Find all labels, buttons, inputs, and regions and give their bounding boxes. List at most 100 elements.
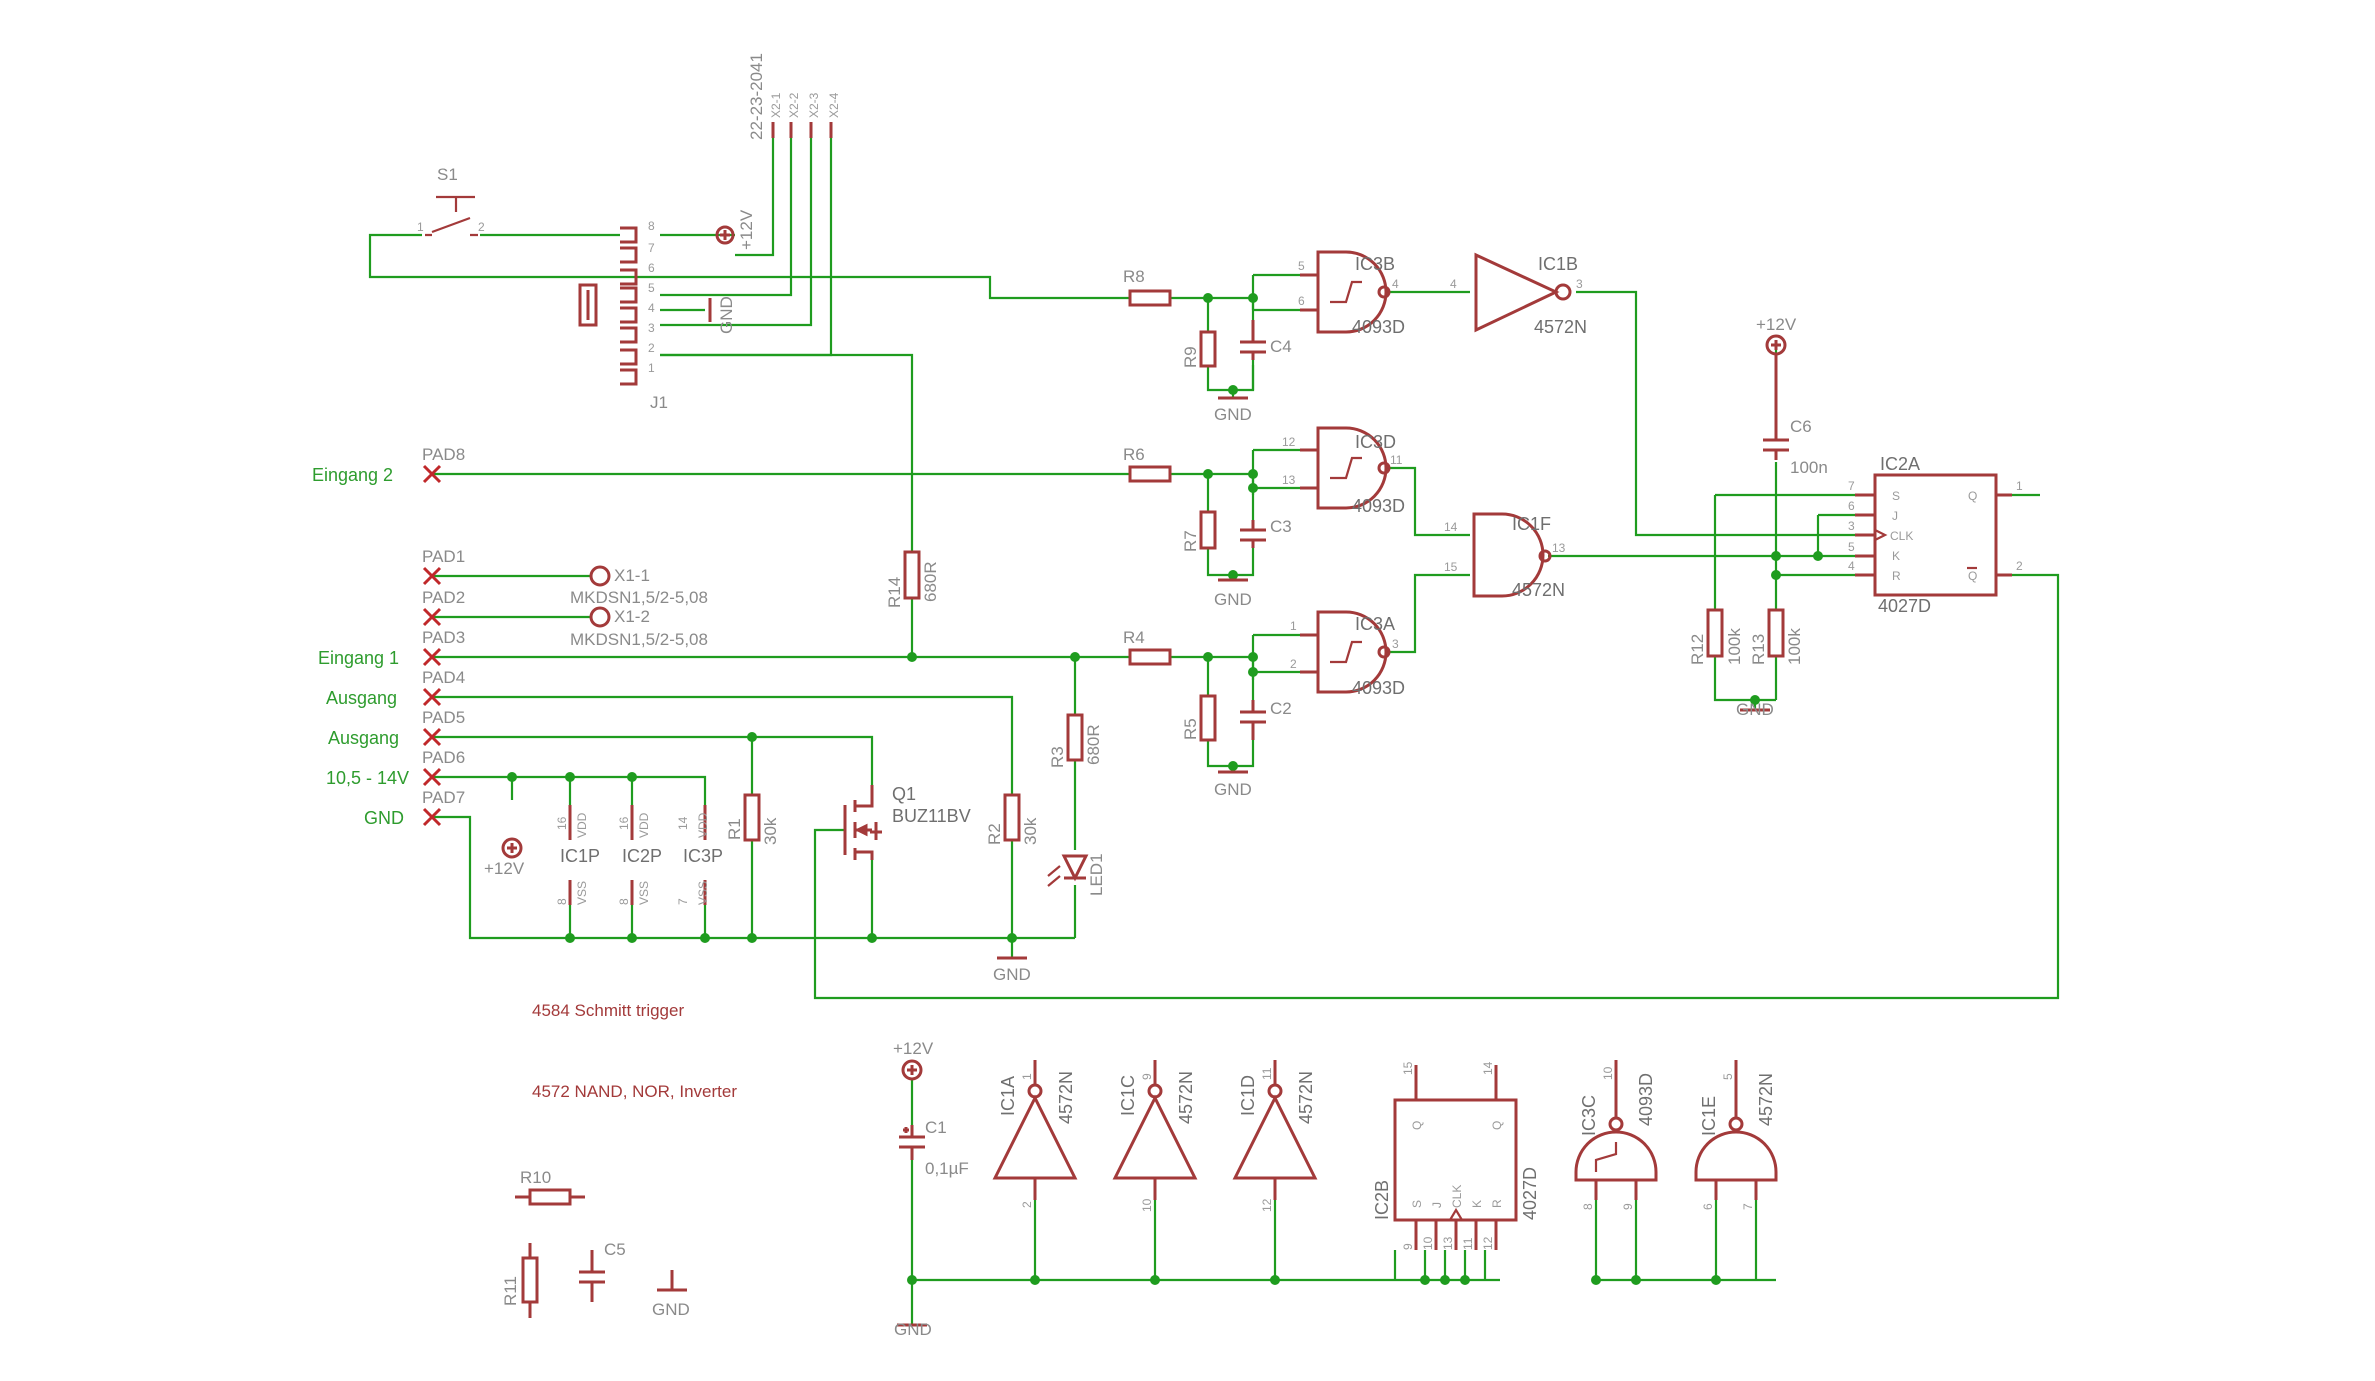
pad3-name: PAD3 (422, 628, 465, 647)
resistor-r2-name: R2 (985, 823, 1004, 845)
gnd-label-r12: GND (1736, 700, 1774, 719)
transistor-q1: Q1 BUZ11BV (843, 784, 971, 860)
resistor-r12-value: 100k (1725, 628, 1744, 665)
inverter-ic1d-pin-bot: 12 (1260, 1198, 1274, 1212)
gate-ic3b-pin4: 4 (1392, 277, 1399, 291)
flipflop-ic2b-pin10: 10 (1421, 1236, 1435, 1250)
vcc-symbol-icon (1765, 334, 1787, 356)
junction (565, 933, 575, 943)
gate-ic1e-leads-bot (1714, 1180, 1758, 1200)
gnd-label-main: GND (993, 965, 1031, 984)
wire-pad6 (432, 775, 707, 840)
junction (1007, 933, 1017, 943)
junction (1591, 1275, 1601, 1285)
gate-ic3a-inputs (1300, 633, 1318, 674)
gate-ic3c-part: 4093D (1636, 1073, 1656, 1126)
pad2-name: PAD2 (422, 588, 465, 607)
pad1-name: PAD1 (422, 547, 465, 566)
resistor-r4-name: R4 (1123, 628, 1145, 647)
capacitor-c3 (1240, 520, 1266, 548)
gate-ic3b-part: 4093D (1352, 317, 1405, 337)
gate-ic3b-bubble (1377, 285, 1391, 299)
pad7-name: PAD7 (422, 788, 465, 807)
gate-ic3d-name: IC3D (1355, 432, 1396, 452)
pad5-label: Ausgang (328, 728, 399, 748)
capacitor-c1-plus-icon (903, 1127, 909, 1133)
jack-j1-pin8: 8 (648, 219, 655, 233)
flipflop-ic2b-pin12: 12 (1481, 1236, 1495, 1250)
junction (1771, 551, 1781, 561)
flipflop-ic2a-label-q: Q (1968, 489, 1977, 503)
resistor-r3 (1066, 713, 1084, 762)
inverter-ic1a-name: IC1A (998, 1076, 1018, 1116)
flipflop-ic2a-part: 4027D (1878, 596, 1931, 616)
junction (1771, 570, 1781, 580)
flipflop-ic2a-pin2: 2 (2016, 559, 2023, 573)
capacitor-c6-name: C6 (1790, 417, 1812, 436)
flipflop-ic2b-label-r: R (1490, 1199, 1504, 1208)
vcc-plus-icon (507, 843, 517, 853)
gate-ic1b-bubble (1554, 283, 1572, 301)
resistor-r14 (903, 550, 921, 600)
wire-s1-loop (368, 233, 660, 279)
resistor-r1-value: 30k (761, 817, 780, 845)
pad6-icon (422, 767, 442, 787)
inverter-ic1d-pin-top: 11 (1260, 1067, 1274, 1080)
pad6-label: 10,5 - 14V (326, 768, 409, 788)
power-part-ic1p-vss: VSS (575, 881, 589, 905)
resistor-r14-value: 680R (921, 561, 940, 602)
gate-ic3c-pin9: 9 (1621, 1203, 1635, 1210)
power-part-ic2p-name: IC2P (622, 846, 662, 866)
transistor-q1-diode-icon (870, 822, 882, 840)
terminal-x1-2-name: X1-2 (614, 607, 650, 626)
flipflop-ic2b-part: 4027D (1520, 1167, 1540, 1220)
junction (627, 933, 637, 943)
resistor-r5 (1199, 694, 1217, 742)
resistor-r6 (1128, 465, 1172, 483)
gate-ic3d-body (1316, 426, 1388, 510)
gate-ic3d-part: 4093D (1352, 496, 1405, 516)
flipflop-ic2b-label-k: K (1470, 1200, 1484, 1208)
inverter-ic1d: 11 12 IC1D 4572N (1232, 1060, 1318, 1212)
resistors-vertical: R9 R7 R5 R14 680R R3 680R R1 30k R2 30k … (501, 330, 1804, 1318)
wire-ic3a-out (1386, 573, 1470, 654)
led-led1: LED1 (1047, 853, 1106, 896)
schmitt-icon (1330, 280, 1362, 304)
gnd-label-c3: GND (1214, 590, 1252, 609)
pad8-icon (422, 464, 442, 484)
pad7-label: GND (364, 808, 404, 828)
junction (1248, 293, 1258, 303)
resistor-r6-name: R6 (1123, 445, 1145, 464)
led-led1-symbol (1061, 854, 1089, 882)
gate-ic3b-body (1316, 250, 1388, 334)
wire-ic1b-out (1576, 290, 1855, 537)
flipflop-ic2a-label-qn: Q (1968, 569, 1977, 583)
pad5-name: PAD5 (422, 708, 465, 727)
resistor-r1-name: R1 (725, 818, 744, 840)
wire-q1-gate (813, 573, 2060, 1000)
gate-ic1f: 14 15 13 IC1F 4572N (1444, 512, 1566, 600)
gate-ic3a-bubble (1377, 645, 1391, 659)
resistor-r8 (1128, 289, 1172, 307)
note-line-2: 4572 NAND, NOR, Inverter (532, 1082, 737, 1101)
junction (1228, 385, 1238, 395)
gate-ic3a: 1 2 3 IC3A 4093D (1290, 610, 1405, 698)
jack-j1-body-icon (578, 283, 598, 327)
inverter-ic1c-pin-bot: 10 (1140, 1198, 1154, 1212)
wire-ic3b-in (1251, 273, 1300, 312)
jack-j1-pin3: 3 (648, 321, 655, 335)
resistor-r8-name: R8 (1123, 267, 1145, 286)
junction (1631, 1275, 1641, 1285)
gnd-label-c4: GND (1214, 405, 1252, 424)
gate-ic1e-body (1694, 1130, 1778, 1182)
resistor-r2-value: 30k (1021, 817, 1040, 845)
gate-ic3d-pin13: 13 (1282, 473, 1296, 487)
gate-ic1b-name: IC1B (1538, 254, 1578, 274)
gate-ic1e-pin6: 6 (1701, 1203, 1715, 1210)
gate-ic1f-body (1472, 512, 1545, 598)
vcc-label-c6: +12V (1756, 315, 1797, 334)
vcc-plus-icon (907, 1065, 917, 1075)
junction (747, 732, 757, 742)
gate-ic3a-part: 4093D (1352, 678, 1405, 698)
